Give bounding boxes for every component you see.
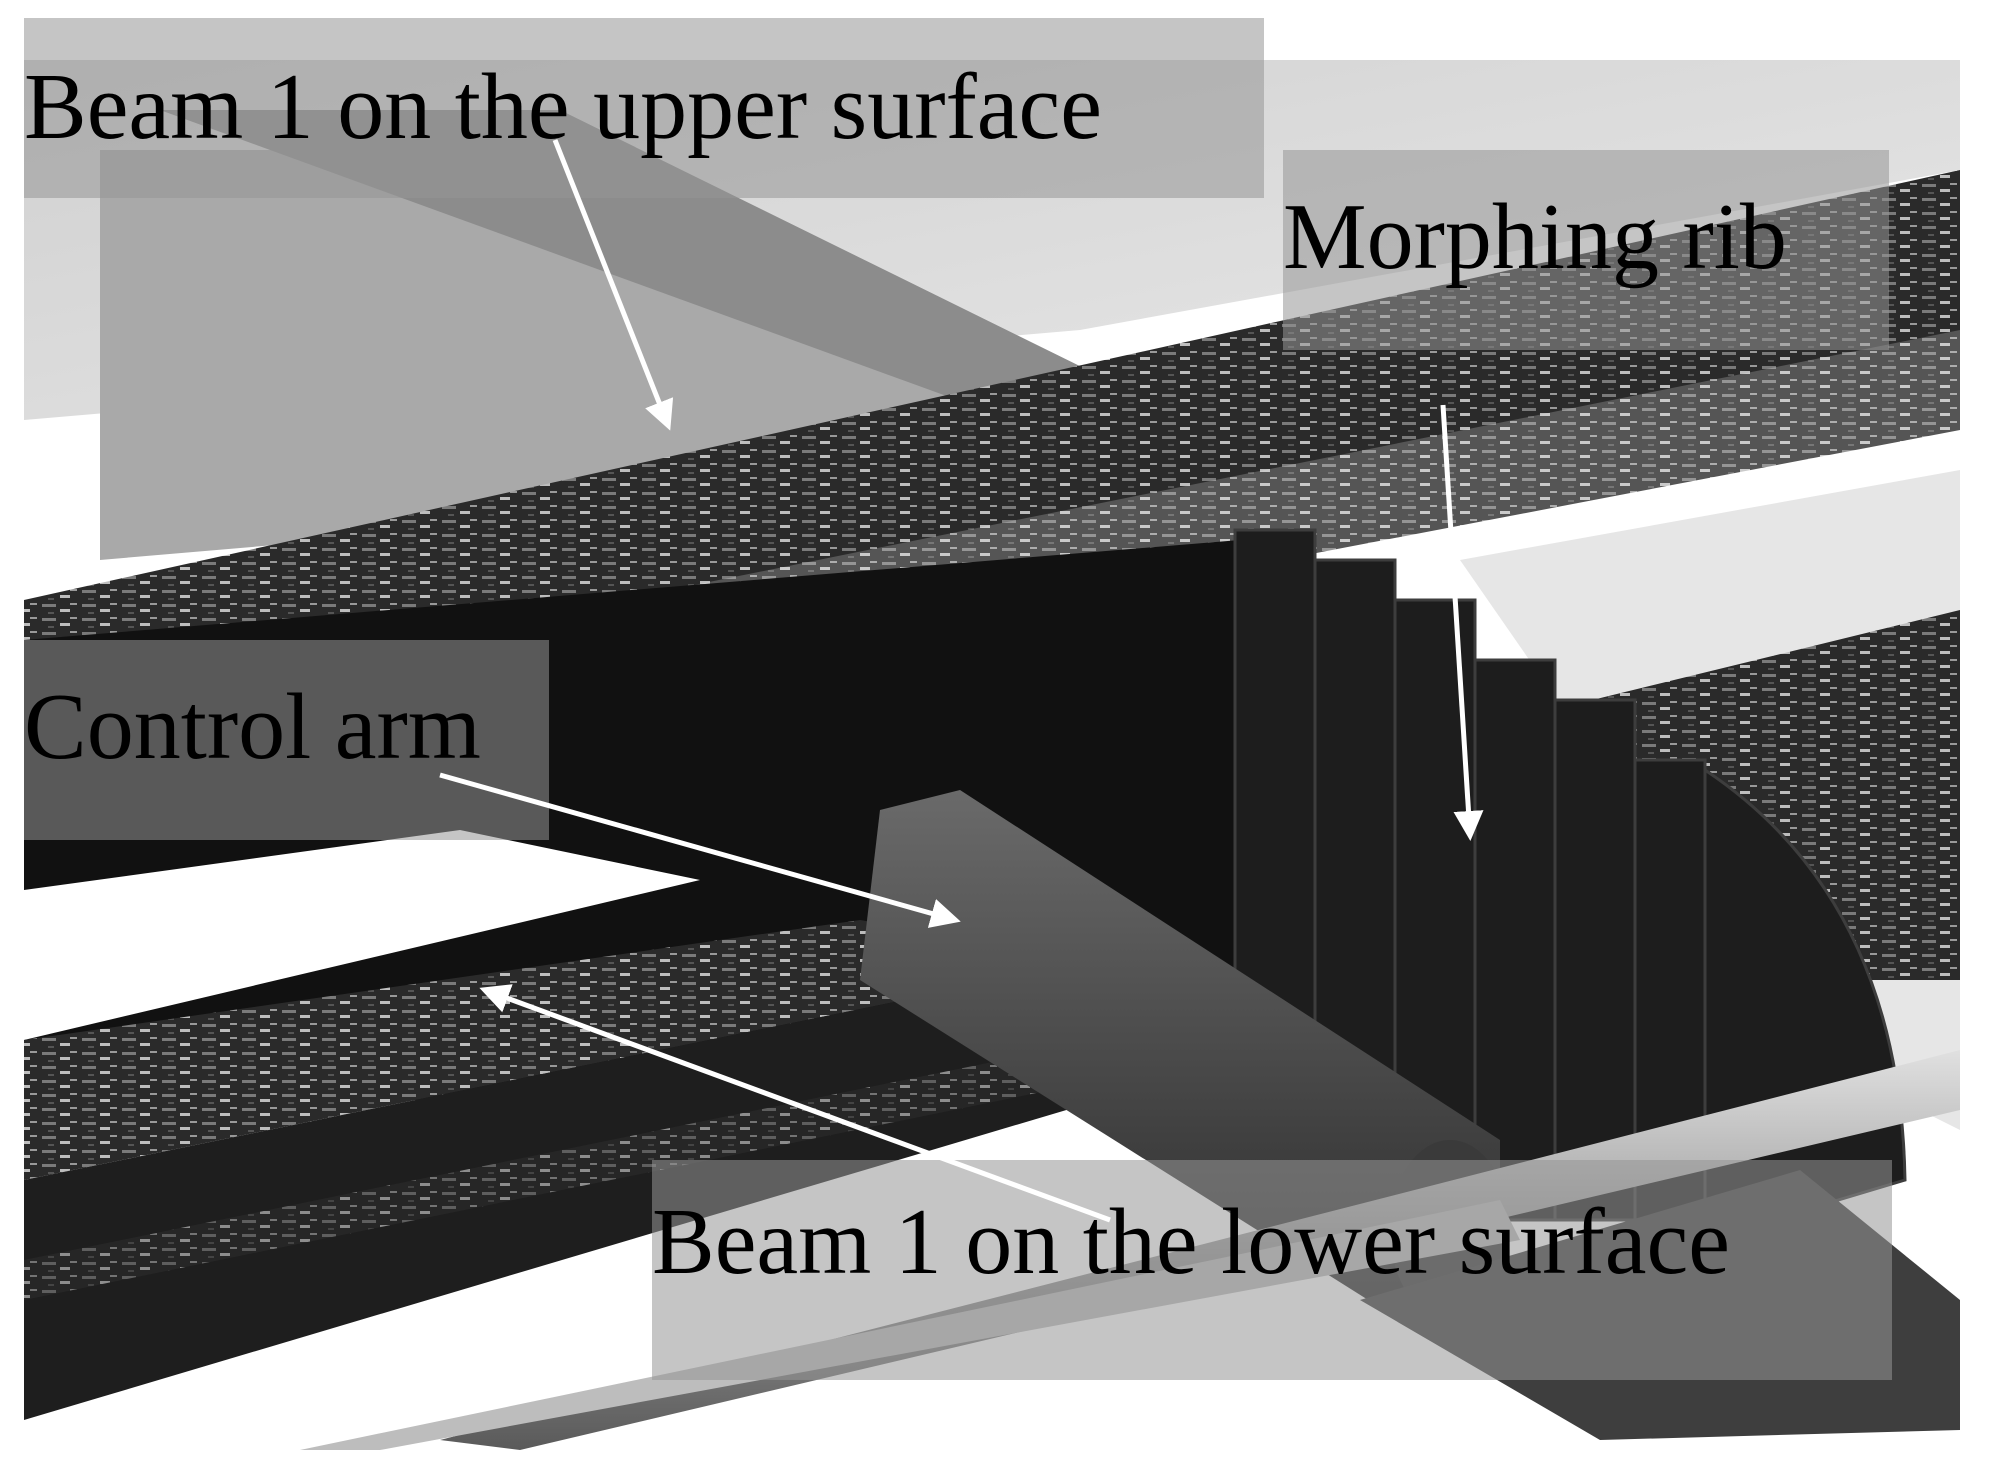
morphing-rib-arrow [1440,404,1484,841]
morphing-rib-label: Morphing rib [1283,185,1787,289]
rib-segment [1473,658,1557,1222]
label-box-rib [1283,150,1889,350]
lower-beam-label: Beam 1 on the lower surface [652,1190,1730,1294]
lower-spar-band [24,1040,1100,1300]
label-box-lower [652,1160,1892,1380]
upper-beam-top [160,110,1230,470]
upper-beam-arrow [552,139,674,431]
upper-beam-label: Beam 1 on the upper surface [24,55,1102,159]
rib-segment [1553,698,1637,1222]
control-arm-label: Control arm [24,675,481,779]
label-box-upper [24,18,1264,198]
control-arm-arrow [439,772,961,928]
label-box-arm [24,640,549,840]
left-white-strip [24,830,700,1040]
lower-spar-textured [24,920,1100,1180]
lower-beam-arrow [479,984,1111,1223]
